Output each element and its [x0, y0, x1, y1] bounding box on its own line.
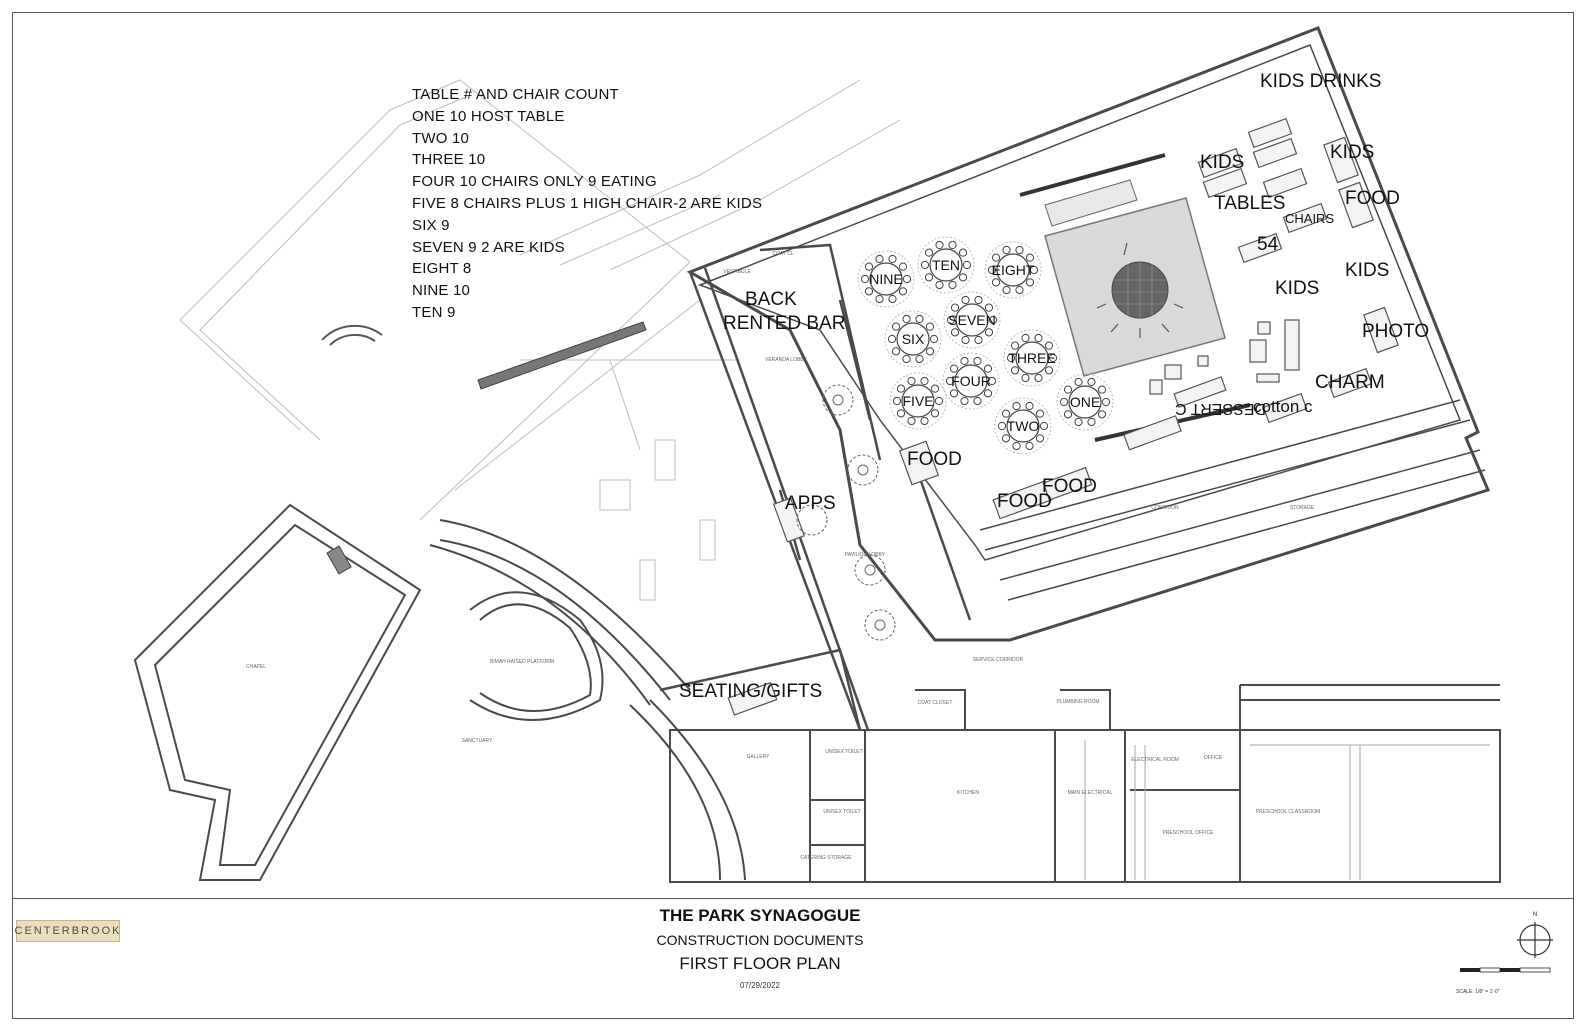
room-service-corridor: SERVICE CORRIDOR — [972, 656, 1024, 663]
label-count-54: 54 — [1257, 234, 1279, 255]
table-label: TWO — [1006, 418, 1040, 434]
drawing-date: 07/29/2022 — [739, 981, 781, 990]
round-table — [943, 291, 1001, 349]
room-preschool-office: PRESCHOOL OFFICE — [1162, 829, 1214, 836]
label-photo: PHOTO — [1362, 321, 1430, 342]
table-label: SIX — [901, 331, 925, 347]
room-main-electrical: MAIN ELECTRICAL — [1067, 789, 1113, 796]
drawing-frame — [12, 12, 1574, 1019]
title-block-divider — [12, 898, 1574, 899]
room-gallery: GALLERY — [746, 753, 770, 760]
label-food-2: FOOD — [907, 449, 962, 470]
room-plumbing: PLUMBING ROOM — [1056, 698, 1100, 705]
room-chapel: CHAPEL — [245, 663, 267, 670]
label-back: BACK — [745, 289, 797, 310]
legend-line: ONE 10 HOST TABLE — [412, 107, 565, 125]
table-label: TEN — [932, 257, 960, 273]
table-label: THREE — [1008, 350, 1056, 366]
room-office: OFFICE — [1203, 754, 1223, 761]
room-coat-closet: COAT CLOSET — [917, 699, 953, 706]
scale-text: SCALE: 1/8" = 1'-0" — [1456, 989, 1500, 995]
room-preschool-classroom: PRESCHOOL CLASSROOM — [1255, 808, 1321, 815]
round-table — [889, 372, 947, 430]
table-label: ONE — [1069, 394, 1101, 410]
round-table — [1056, 373, 1114, 431]
room-bimah: BIMAH RAISED PLATFORM — [489, 658, 555, 665]
legend-line: EIGHT 8 — [412, 260, 472, 278]
round-table — [884, 310, 942, 368]
dance-floor — [1044, 197, 1226, 377]
site-lines — [179, 79, 901, 601]
round-table — [942, 352, 1000, 410]
legend-line: FIVE 8 CHAIRS PLUS 1 HIGH CHAIR-2 ARE KI… — [412, 194, 763, 212]
room-corridor: CORRIDOR — [1151, 504, 1179, 511]
label-kids-4: KIDS — [1275, 278, 1320, 299]
label-food-3: FOOD — [997, 491, 1052, 512]
project-title: THE PARK SYNAGOGUE — [659, 906, 861, 925]
table-label: FIVE — [902, 393, 934, 409]
round-table — [1003, 329, 1061, 387]
label-chairs: CHAIRS — [1285, 211, 1335, 226]
room-electrical-room: ELECTRICAL ROOM — [1131, 756, 1179, 763]
legend-line: TEN 9 — [412, 303, 456, 321]
room-unisex-toilet-2: UNISEX TOILET — [823, 808, 861, 815]
lower-building — [669, 684, 1501, 883]
room-vestibule: VESTIBULE — [723, 268, 751, 275]
label-kids-2: KIDS — [1330, 142, 1375, 163]
table-label: NINE — [869, 271, 903, 287]
label-kids-3: KIDS — [1345, 260, 1390, 281]
table-label: EIGHT — [991, 262, 1035, 278]
legend-line: NINE 10 — [412, 282, 471, 300]
round-table — [917, 236, 975, 294]
room-pavilion-lobby: PAVILION LOBBY — [844, 551, 886, 558]
label-rented-bar: RENTED BAR — [723, 313, 846, 334]
north-arrow — [1517, 922, 1553, 958]
legend-line: SEVEN 9 2 ARE KIDS — [412, 238, 565, 256]
table-label: FOUR — [951, 373, 991, 389]
room-sanctuary: SANCTUARY — [461, 737, 493, 744]
rect-tables — [727, 117, 1399, 716]
legend-line: SIX 9 — [412, 216, 450, 234]
drawing-phase: CONSTRUCTION DOCUMENTS — [656, 932, 864, 948]
label-food-1: FOOD — [1345, 188, 1400, 209]
round-table — [984, 241, 1042, 299]
label-apps: APPS — [785, 493, 836, 514]
north-label: N — [1532, 912, 1538, 919]
room-kitchen: KITCHEN — [957, 789, 979, 796]
label-cotton-candy: cotton c — [1253, 397, 1313, 416]
label-tables: TABLES — [1214, 193, 1286, 214]
legend-line: TABLE # AND CHAIR COUNT — [412, 86, 619, 103]
label-food-4: FOOD — [1042, 476, 1097, 497]
round-table — [857, 250, 915, 308]
label-seating-gifts: SEATING/GIFTS — [679, 681, 823, 702]
sanctuary-walls — [133, 503, 746, 881]
scale-bar — [1460, 967, 1551, 973]
label-charm: CHARM — [1315, 372, 1385, 393]
room-coat-cl: COAT CL — [772, 250, 794, 257]
legend-line: THREE 10 — [412, 151, 486, 169]
legend-line: TWO 10 — [412, 129, 470, 147]
label-kids-drinks: KIDS DRINKS — [1260, 71, 1382, 92]
table-chair-legend: TABLE # AND CHAIR COUNT ONE 10 HOST TABLE… — [412, 84, 762, 324]
room-unisex-toilet-1: UNISEX TOILET — [825, 748, 863, 755]
table-label: SEVEN — [948, 312, 996, 328]
round-tables — [857, 236, 1114, 455]
room-catering-storage: CATERING STORAGE — [800, 854, 852, 861]
label-dessert: DESSERT C — [1175, 400, 1266, 417]
label-kids-1: KIDS — [1200, 152, 1245, 173]
firm-logo: CENTERBROOK — [15, 920, 120, 942]
legend-line: FOUR 10 CHAIRS ONLY 9 EATING — [412, 173, 657, 191]
room-storage: STORAGE — [1289, 504, 1315, 511]
room-veranda-lobby: VERANDA LOBBY — [765, 356, 807, 363]
round-table — [994, 397, 1052, 455]
sheet-title: FIRST FLOOR PLAN — [679, 954, 841, 973]
